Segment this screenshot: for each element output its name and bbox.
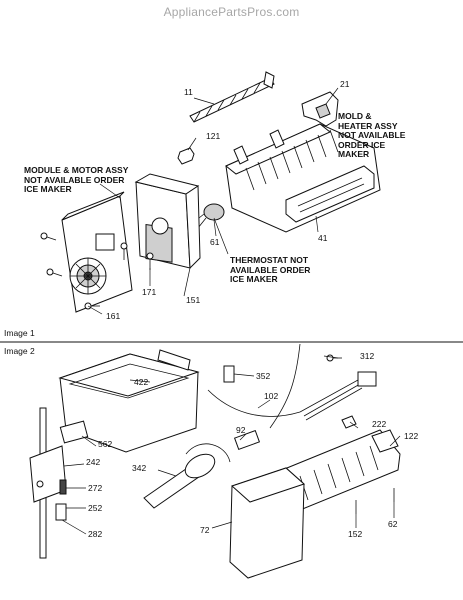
module-housing-part: [134, 173, 201, 270]
fill-tube-part: [143, 443, 231, 509]
clip-part: [223, 365, 235, 383]
mounting-screws: [40, 232, 154, 310]
callout-222: 222: [372, 419, 387, 429]
callout-62: 62: [388, 519, 398, 529]
callout-252: 252: [88, 503, 103, 513]
shield-part: [285, 165, 375, 223]
callout-41: 41: [318, 233, 328, 243]
callout-151: 151: [186, 295, 201, 305]
mold-heater-assembly: [225, 123, 381, 233]
callout-102: 102: [264, 391, 279, 401]
ejector-blade-part: [189, 71, 275, 123]
shutoff-arm-assembly: [29, 407, 89, 559]
callout-171: 171: [142, 287, 157, 297]
callout-152: 152: [348, 529, 363, 539]
callout-312: 312: [360, 351, 375, 361]
callout-122: 122: [404, 431, 419, 441]
callout-272: 272: [88, 483, 103, 493]
section-title-image1: Image 1: [4, 328, 35, 338]
callout-61: 61: [210, 237, 220, 247]
callout-342: 342: [132, 463, 147, 473]
callout-242: 242: [86, 457, 101, 467]
shutoff-clip-part: [177, 147, 195, 165]
ice-bucket-part: [58, 349, 200, 453]
note-module-motor: MODULE & MOTOR ASSY NOT AVAILABLE ORDER …: [24, 165, 129, 194]
callout-72: 72: [200, 525, 210, 535]
callout-422: 422: [134, 377, 149, 387]
callout-352: 352: [256, 371, 271, 381]
cover-part: [229, 467, 305, 579]
callout-121: 121: [206, 131, 221, 141]
callout-11: 11: [184, 87, 193, 97]
callout-92: 92: [236, 425, 246, 435]
module-motor-assembly: [61, 191, 133, 313]
callout-562: 562: [98, 439, 113, 449]
callout-161: 161: [106, 311, 121, 321]
wiring-harness-part: [207, 343, 377, 451]
note-mold-heater: MOLD & HEATER ASSY NOT AVAILABLE ORDER I…: [338, 111, 406, 159]
mold-bracket-part: [301, 91, 339, 127]
callout-21: 21: [340, 79, 350, 89]
part-222: [341, 415, 357, 429]
note-thermostat: THERMOSTAT NOT AVAILABLE ORDER ICE MAKER: [230, 255, 311, 284]
callout-282: 282: [88, 529, 103, 539]
section-title-image2: Image 2: [4, 346, 35, 356]
watermark: AppliancePartsPros.com: [163, 5, 300, 19]
